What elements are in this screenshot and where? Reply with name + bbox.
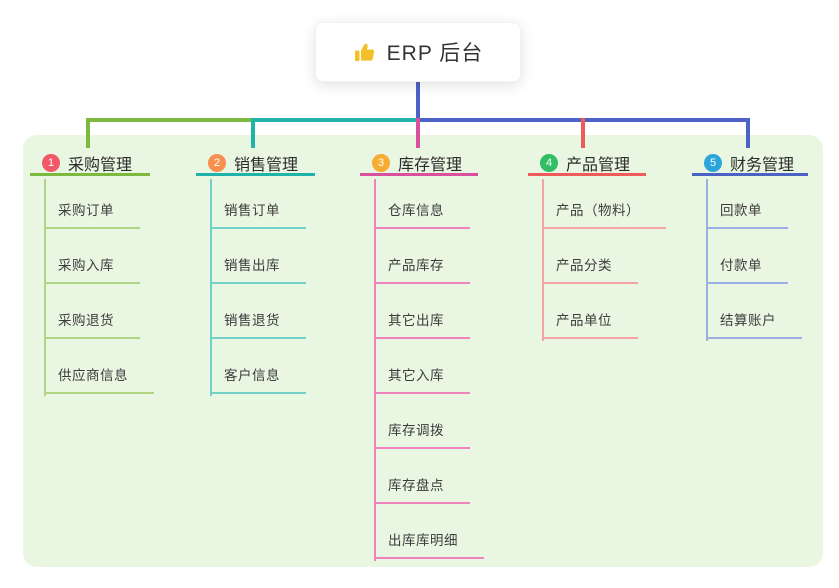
branch-label: 库存管理	[398, 156, 463, 174]
branch-label: 销售管理	[234, 156, 299, 174]
sub-item[interactable]: 回款单	[706, 179, 788, 229]
sub-item[interactable]: 产品库存	[374, 229, 470, 284]
branch-badge: 5	[704, 153, 722, 172]
branch-drop-line-1	[86, 118, 90, 148]
branch-children: 销售订单销售出库销售退货客户信息	[210, 179, 306, 394]
sub-item[interactable]: 产品（物料）	[542, 179, 666, 229]
branch-connector-line	[706, 179, 708, 341]
sub-item[interactable]: 采购订单	[44, 179, 140, 229]
branch-connector-line	[374, 179, 376, 561]
sub-item[interactable]: 客户信息	[210, 339, 306, 394]
branch-header[interactable]: 3 库存管理	[360, 152, 478, 176]
sub-item[interactable]: 库存调拨	[374, 394, 470, 449]
sub-item[interactable]: 其它入库	[374, 339, 470, 394]
sub-item[interactable]: 供应商信息	[44, 339, 154, 394]
branch-children: 仓库信息产品库存其它出库其它入库库存调拨库存盘点出库库明细	[374, 179, 484, 559]
root-node[interactable]: ERP 后台	[315, 22, 521, 82]
sub-item[interactable]: 销售退货	[210, 284, 306, 339]
sub-item[interactable]: 采购入库	[44, 229, 140, 284]
branch-connector-line	[542, 179, 544, 341]
root-title: ERP 后台	[386, 42, 484, 65]
branch-column-product: 4 产品管理 产品（物料）产品分类产品单位	[528, 152, 666, 341]
sub-item[interactable]: 结算账户	[706, 284, 802, 339]
branch-label: 财务管理	[730, 156, 795, 174]
branch-drop-line-3	[416, 118, 420, 148]
branch-header[interactable]: 5 财务管理	[692, 152, 808, 176]
sub-item[interactable]: 付款单	[706, 229, 788, 284]
branch-header[interactable]: 4 产品管理	[528, 152, 646, 176]
branch-label: 采购管理	[68, 156, 133, 174]
sub-item[interactable]: 库存盘点	[374, 449, 470, 504]
branch-connector-line	[210, 179, 212, 396]
branches-background-panel	[23, 135, 823, 567]
thumbs-up-icon	[353, 40, 377, 64]
thumb-path	[354, 43, 374, 61]
sub-item[interactable]: 出库库明细	[374, 504, 484, 559]
branch-connector-line	[44, 179, 46, 396]
sub-item[interactable]: 仓库信息	[374, 179, 470, 229]
branch-header[interactable]: 1 采购管理	[30, 152, 150, 176]
sub-item[interactable]: 产品分类	[542, 229, 638, 284]
branch-drop-line-2	[251, 118, 255, 148]
branch-column-finance: 5 财务管理 回款单付款单结算账户	[692, 152, 808, 341]
branch-children: 回款单付款单结算账户	[706, 179, 802, 339]
bus-line-segment-teal	[251, 118, 418, 122]
sub-item[interactable]: 采购退货	[44, 284, 140, 339]
branch-drop-line-4	[581, 118, 585, 148]
branch-badge: 4	[540, 153, 558, 172]
branch-column-sales: 2 销售管理 销售订单销售出库销售退货客户信息	[196, 152, 315, 396]
branch-children: 采购订单采购入库采购退货供应商信息	[44, 179, 154, 394]
sub-item[interactable]: 产品单位	[542, 284, 638, 339]
branch-drop-line-5	[746, 118, 750, 148]
branch-label: 产品管理	[566, 156, 631, 174]
sub-item[interactable]: 销售出库	[210, 229, 306, 284]
bus-line-segment-green	[86, 118, 253, 122]
branch-column-purchase: 1 采购管理 采购订单采购入库采购退货供应商信息	[30, 152, 154, 396]
sub-item[interactable]: 销售订单	[210, 179, 306, 229]
branch-header[interactable]: 2 销售管理	[196, 152, 315, 176]
branch-children: 产品（物料）产品分类产品单位	[542, 179, 666, 339]
branch-badge: 2	[208, 153, 226, 172]
sub-item[interactable]: 其它出库	[374, 284, 470, 339]
branch-badge: 1	[42, 153, 60, 172]
root-trunk-line	[416, 82, 420, 122]
branch-column-inventory: 3 库存管理 仓库信息产品库存其它出库其它入库库存调拨库存盘点出库库明细	[360, 152, 484, 561]
branch-badge: 3	[372, 153, 390, 172]
